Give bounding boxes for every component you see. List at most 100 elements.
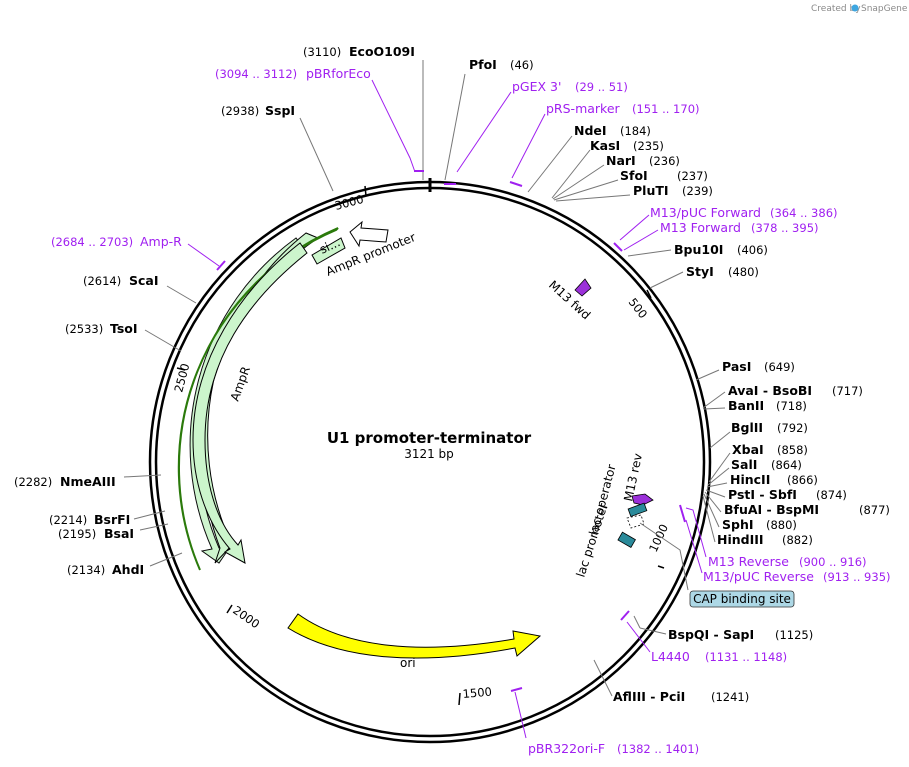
- primer-pos: (378 .. 395): [751, 221, 819, 235]
- snapgene-logo-icon: [851, 4, 859, 12]
- enzyme-pos: (1125): [775, 628, 813, 642]
- enzyme-pfoi[interactable]: PfoI: [469, 57, 497, 72]
- enzyme-pluti[interactable]: PluTI: [633, 183, 669, 198]
- ori-label: ori: [400, 656, 416, 670]
- enzyme-hincii[interactable]: HincII: [730, 472, 770, 487]
- enzyme-ndei[interactable]: NdeI: [574, 123, 607, 138]
- primer-pos: (2684 .. 2703): [51, 235, 133, 249]
- lac-operator-box[interactable]: [627, 502, 648, 518]
- primer-amp-r[interactable]: Amp-R: [140, 234, 182, 249]
- enzyme-pos: (236): [649, 154, 680, 168]
- enzyme-bsrfi[interactable]: BsrFI: [94, 512, 130, 527]
- enzyme-scai[interactable]: ScaI: [129, 273, 159, 288]
- enzyme-bglii[interactable]: BglII: [731, 420, 763, 435]
- enzyme-pos: (866): [787, 473, 818, 487]
- primer-pgex-3[interactable]: pGEX 3': [512, 79, 561, 94]
- enzyme-pos: (874): [816, 488, 847, 502]
- primer-pos: (1382 .. 1401): [617, 742, 699, 756]
- enzyme-banii[interactable]: BanII: [728, 398, 764, 413]
- enzyme-afliii-pcii[interactable]: AflIII - PciI: [613, 689, 685, 704]
- enzyme-nmeaiii[interactable]: NmeAIII: [60, 474, 116, 489]
- enzyme-ecoo109i[interactable]: EcoO109I: [349, 44, 415, 59]
- enzyme-pos: (717): [832, 384, 863, 398]
- enzyme-xbai[interactable]: XbaI: [732, 442, 764, 457]
- enzyme-kasi[interactable]: KasI: [590, 138, 620, 153]
- primer-pos: (151 .. 170): [632, 102, 700, 116]
- primer-m13-forward[interactable]: M13 Forward: [660, 220, 741, 235]
- enzyme-sspi[interactable]: SspI: [265, 103, 295, 118]
- enzyme-ahdi[interactable]: AhdI: [112, 562, 144, 577]
- primer-prs-marker[interactable]: pRS-marker: [546, 101, 621, 116]
- signal-box[interactable]: [311, 237, 346, 265]
- enzyme-bsai[interactable]: BsaI: [104, 526, 134, 541]
- enzyme-pos: (235): [633, 139, 664, 153]
- primer-m13-puc-reverse[interactable]: M13/pUC Reverse: [703, 569, 814, 584]
- enzyme-bpu10i[interactable]: Bpu10I: [674, 242, 723, 257]
- tick-3000: 3000: [333, 192, 365, 213]
- lac-region[interactable]: M13 rev lac operator lac promoter: [574, 452, 654, 579]
- enzyme-pos: (2195): [58, 527, 96, 541]
- enzyme-nari[interactable]: NarI: [606, 153, 636, 168]
- ampr-label: AmpR: [228, 365, 253, 403]
- primer-m13-reverse[interactable]: M13 Reverse: [708, 554, 789, 569]
- enzyme-tsoi[interactable]: TsoI: [110, 321, 138, 336]
- credit-brand: SnapGene: [861, 4, 908, 14]
- enzyme-pos: (46): [510, 58, 534, 72]
- primer-pbr322ori-f[interactable]: pBR322ori-F: [528, 741, 605, 756]
- enzyme-sphi[interactable]: SphI: [722, 517, 754, 532]
- cap-binding-site-label: CAP binding site: [693, 592, 791, 606]
- enzyme-pasi[interactable]: PasI: [722, 359, 751, 374]
- ori-feature[interactable]: ori: [287, 613, 542, 670]
- enzyme-styi[interactable]: StyI: [686, 264, 714, 279]
- enzyme-pos: (2214): [49, 513, 87, 527]
- enzyme-sali[interactable]: SalI: [731, 457, 757, 472]
- enzyme-pos: (239): [682, 184, 713, 198]
- m13-rev-arrow[interactable]: [631, 493, 654, 506]
- primer-pos: (900 .. 916): [799, 555, 867, 569]
- enzyme-pos: (2614): [83, 274, 121, 288]
- enzyme-pos: (792): [777, 421, 808, 435]
- tick-500: 500: [626, 295, 651, 321]
- enzyme-pos: (406): [737, 243, 768, 257]
- plasmid-title: U1 promoter-terminator: [327, 429, 532, 447]
- tick-2000: 2000: [230, 603, 262, 631]
- m13-fwd-feature[interactable]: M13 fwd: [546, 278, 593, 322]
- enzyme-pos: (2134): [67, 563, 105, 577]
- enzyme-hindiii[interactable]: HindIII: [717, 532, 764, 547]
- enzyme-pos: (184): [620, 124, 651, 138]
- ampr-feature[interactable]: si... AmpR: [177, 227, 346, 571]
- credit-created-by: Created by: [811, 4, 861, 14]
- primer-pos: (3094 .. 3112): [215, 67, 297, 81]
- enzyme-sfoi[interactable]: SfoI: [620, 168, 648, 183]
- enzyme-pos: (480): [728, 265, 759, 279]
- enzyme-pos: (237): [677, 169, 708, 183]
- primer-pos: (29 .. 51): [575, 80, 628, 94]
- enzyme-pos: (2938): [221, 104, 259, 118]
- lac-promoter-box[interactable]: [617, 531, 636, 549]
- primer-pos: (913 .. 935): [823, 570, 891, 584]
- enzyme-bspqi-sapi[interactable]: BspQI - SapI: [668, 627, 754, 642]
- enzyme-avai-bsobi[interactable]: AvaI - BsoBI: [728, 383, 812, 398]
- signal-label: si...: [317, 235, 342, 257]
- primer-l4440[interactable]: L4440: [651, 649, 690, 664]
- enzyme-pos: (858): [777, 443, 808, 457]
- primer-labels: (3094 .. 3112) pBRforEco pGEX 3' (29 .. …: [51, 66, 891, 756]
- enzyme-psti-sbfi[interactable]: PstI - SbfI: [728, 487, 797, 502]
- enzyme-pos: (718): [776, 399, 807, 413]
- enzyme-pos: (1241): [711, 690, 749, 704]
- enzyme-labels: (3110) EcoO109I PfoI (46) NdeI (184) Kas…: [14, 44, 890, 704]
- enzyme-pos: (864): [771, 458, 802, 472]
- primer-pos: (1131 .. 1148): [705, 650, 787, 664]
- enzyme-pos: (880): [766, 518, 797, 532]
- tick-1500: 1500: [462, 684, 492, 700]
- cap-site-box[interactable]: [626, 514, 645, 529]
- primer-m13-puc-forward[interactable]: M13/pUC Forward: [650, 205, 761, 220]
- enzyme-pos: (877): [859, 503, 890, 517]
- primer-pos: (364 .. 386): [770, 206, 838, 220]
- enzyme-pos: (3110): [303, 45, 341, 59]
- enzyme-pos: (2282): [14, 475, 52, 489]
- primer-pbrforeco[interactable]: pBRforEco: [306, 66, 371, 81]
- enzyme-bfuai-bspmi[interactable]: BfuAI - BspMI: [724, 502, 819, 517]
- cap-binding-site[interactable]: CAP binding site: [639, 522, 795, 608]
